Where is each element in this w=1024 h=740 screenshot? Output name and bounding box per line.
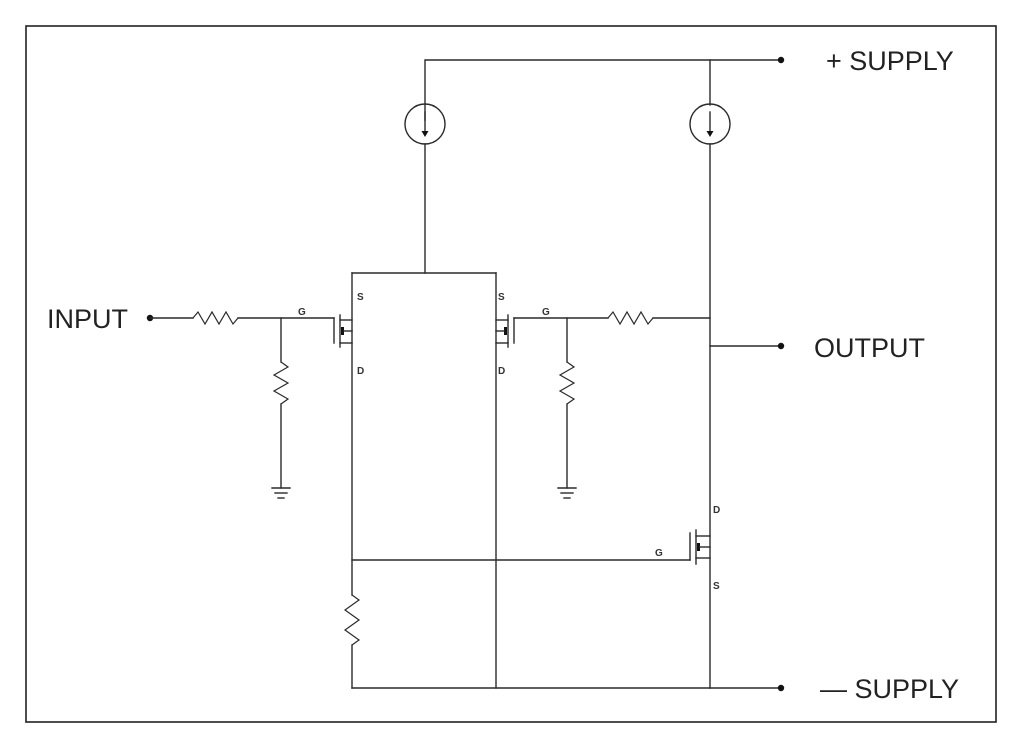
- pin-source-left: S: [357, 292, 364, 303]
- input-label: INPUT: [47, 304, 128, 334]
- output-label: OUTPUT: [814, 333, 925, 363]
- feedback-bias-resistor: [558, 361, 576, 405]
- plus-supply-label: + SUPPLY: [826, 46, 954, 76]
- pin-gate-left: G: [298, 307, 306, 318]
- output-node: [709, 342, 785, 350]
- minus-supply-terminal: [777, 684, 785, 692]
- plus-supply-rail: [424, 56, 785, 121]
- pin-gate-right: G: [542, 307, 550, 318]
- ground-icon: [271, 487, 291, 499]
- input-network: [146, 310, 335, 499]
- current-source-left: [404, 103, 446, 274]
- mosfet-output: [689, 529, 711, 565]
- pin-source-output: S: [713, 581, 720, 592]
- pin-gate-output: G: [655, 548, 663, 559]
- tail-resistor: [343, 594, 361, 646]
- current-source-right: [689, 103, 731, 689]
- input-resistor: [192, 310, 239, 326]
- minus-supply-label: — SUPPLY: [820, 674, 959, 704]
- ground-icon: [557, 487, 577, 499]
- pin-drain-output: D: [713, 505, 720, 516]
- input-bias-resistor: [272, 361, 290, 405]
- mosfet-left: [333, 314, 353, 348]
- pin-drain-left: D: [357, 366, 364, 377]
- diagram-frame: [25, 25, 997, 723]
- pin-drain-right: D: [498, 366, 505, 377]
- plus-supply-terminal: [777, 56, 785, 64]
- minus-supply-rail: [351, 684, 785, 692]
- diff-pair-wiring: [343, 272, 691, 689]
- feedback-network: [513, 310, 711, 499]
- feedback-resistor: [607, 310, 654, 326]
- pin-source-right: S: [498, 292, 505, 303]
- mosfet-right: [495, 314, 515, 348]
- output-terminal: [777, 342, 785, 350]
